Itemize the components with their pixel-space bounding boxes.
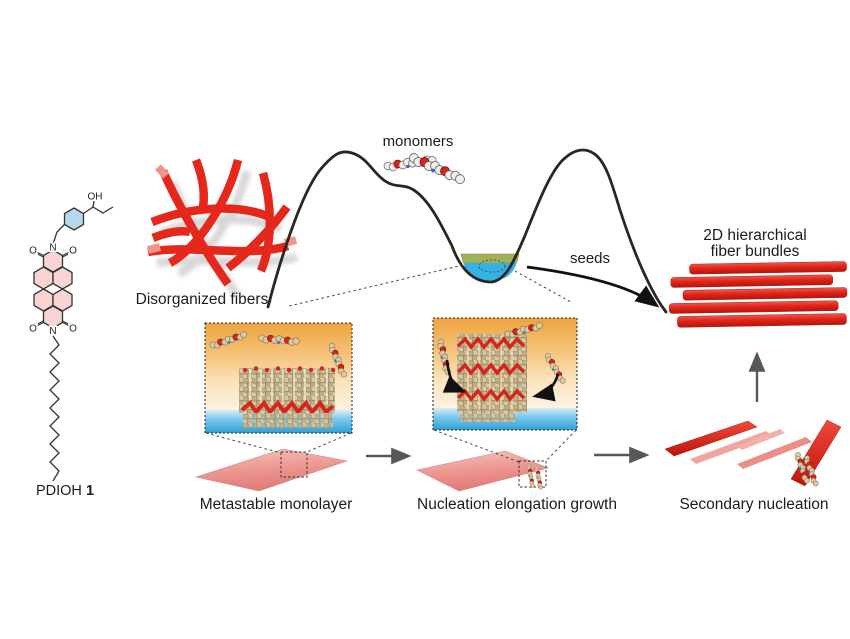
valley-dotted-lines — [288, 264, 572, 307]
oxygen-label: O — [29, 324, 37, 335]
carbonyl-bonds — [37, 252, 69, 326]
secondary-nucleation-strips — [664, 419, 842, 488]
nucleation-sheet — [416, 429, 577, 492]
stage-arrows — [366, 351, 766, 465]
alkyl-chain — [49, 335, 60, 482]
oxygen-label: O — [29, 246, 37, 257]
chemical-structure: OH N N O O O O — [28, 190, 114, 482]
energy-landscape — [266, 148, 668, 314]
inset-nucleation-growth — [432, 317, 578, 431]
seeds-label: seeds — [569, 250, 611, 267]
inset-border — [432, 317, 578, 431]
molecule-name: PDIOH — [35, 483, 82, 499]
fiber-bundles — [668, 261, 848, 328]
nitrogen-label: N — [49, 243, 56, 254]
disorganized-fibers-illustration — [147, 158, 299, 298]
nitrogen-label: N — [49, 326, 56, 337]
monolayer-raft — [239, 366, 336, 428]
seeds-arrow — [526, 265, 660, 308]
benzyl-linker — [52, 224, 65, 245]
stage-label-nucleation: Nucleation elongation growth — [417, 496, 617, 513]
inset-metastable-monolayer — [204, 322, 353, 434]
benzyl-ring — [63, 207, 85, 231]
hydroxyl-arm — [83, 200, 114, 215]
disorganized-fibers-label: Disorganized fibers — [135, 291, 269, 308]
monomer-molecules — [382, 150, 468, 187]
attachment-arrows — [442, 359, 560, 402]
oxygen-label: O — [69, 324, 77, 335]
fiber-bundles-label-line1: 2D hierarchical — [703, 227, 807, 244]
stage-label-metastable: Metastable monolayer — [199, 496, 353, 513]
fiber-bundles-label: 2D hierarchical fiber bundles — [676, 228, 834, 260]
monomers-label: monomers — [382, 133, 454, 150]
hydroxyl-label: OH — [88, 192, 103, 203]
metastable-sheet — [194, 432, 352, 492]
fiber-bundles-label-line2: fiber bundles — [710, 243, 800, 260]
molecule-label: PDIOH 1 — [20, 483, 110, 500]
molecule-number: 1 — [85, 483, 95, 499]
inset-border — [204, 322, 353, 434]
energy-landscape-curve — [266, 148, 668, 314]
pdi-core — [33, 249, 73, 329]
stage-label-secondary: Secondary nucleation — [679, 496, 829, 513]
oxygen-label: O — [69, 246, 77, 257]
growing-aggregate — [456, 334, 527, 422]
